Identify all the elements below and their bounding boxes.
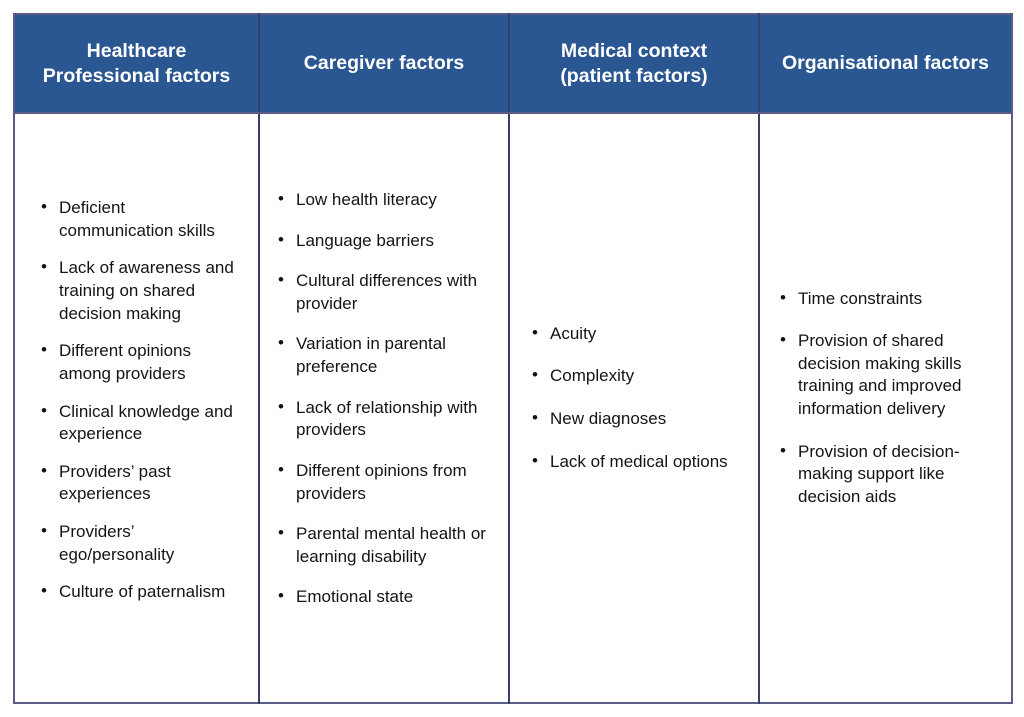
list-item: Providers’ ego/personality — [39, 520, 239, 566]
list-item: Variation in parental preference — [276, 332, 494, 378]
column-header-line-1: Organisational factors — [782, 52, 989, 75]
column-header-line-1: Medical context — [560, 39, 708, 62]
list-item: Low health literacy — [276, 188, 494, 212]
column-header-organisational-factors: Organisational factors — [758, 14, 1012, 114]
table-header-row-group: Healthcare Professional factors Caregive… — [14, 14, 1012, 114]
column-header-line-1: Healthcare — [86, 39, 187, 62]
column-header-line-2: (patient factors) — [560, 64, 708, 87]
cell-organisational-factors: Time constraints Provision of shared dec… — [758, 113, 1012, 703]
list-item: Cultural differences with provider — [276, 269, 494, 315]
list-item: Lack of awareness and training on shared… — [39, 256, 239, 325]
list-item: Acuity — [530, 322, 738, 346]
list-item: Culture of paternalism — [39, 580, 239, 604]
column-header-medical-context: Medical context (patient factors) — [508, 14, 760, 114]
list-item: Deficient communication skills — [39, 196, 239, 242]
list-item: Time constraints — [778, 287, 994, 311]
table-body: Deficient communication skills Lack of a… — [14, 113, 1012, 703]
column-header-line-2: Professional factors — [42, 64, 231, 87]
list-healthcare-professional-factors: Deficient communication skills Lack of a… — [39, 196, 239, 604]
column-header-caregiver-factors: Caregiver factors — [258, 14, 510, 114]
list-caregiver-factors: Low health literacy Language barriers Cu… — [276, 188, 494, 609]
list-item: Provision of decision-making support lik… — [778, 440, 994, 509]
table-header-row: Healthcare Professional factors Caregive… — [14, 14, 1012, 114]
list-item: Lack of medical options — [530, 450, 738, 474]
column-header-healthcare-professional-factors: Healthcare Professional factors — [14, 14, 260, 114]
list-item: Lack of relationship with providers — [276, 396, 494, 442]
list-item: Parental mental health or learning disab… — [276, 522, 494, 568]
cell-healthcare-professional-factors: Deficient communication skills Lack of a… — [14, 113, 260, 703]
cell-caregiver-factors: Low health literacy Language barriers Cu… — [258, 113, 510, 703]
list-item: Clinical knowledge and experience — [39, 399, 239, 446]
factors-table-container: Healthcare Professional factors Caregive… — [13, 13, 1013, 704]
list-item: Different opinions among providers — [39, 339, 239, 385]
list-medical-context: Acuity Complexity New diagnoses Lack of … — [530, 322, 738, 474]
barriers-facilitators-table: Healthcare Professional factors Caregive… — [13, 13, 1013, 704]
list-item: Different opinions from providers — [276, 459, 494, 505]
list-item: Emotional state — [276, 585, 494, 609]
list-item: Language barriers — [276, 229, 494, 253]
list-item: Providers’ past experiences — [39, 460, 239, 506]
list-item: Provision of shared decision making skil… — [778, 329, 994, 420]
column-header-line-1: Caregiver factors — [303, 52, 465, 75]
list-item: New diagnoses — [530, 407, 738, 431]
cell-medical-context: Acuity Complexity New diagnoses Lack of … — [508, 113, 760, 703]
list-organisational-factors: Time constraints Provision of shared dec… — [778, 287, 994, 509]
table-row: Deficient communication skills Lack of a… — [14, 113, 1012, 703]
list-item: Complexity — [530, 364, 738, 388]
